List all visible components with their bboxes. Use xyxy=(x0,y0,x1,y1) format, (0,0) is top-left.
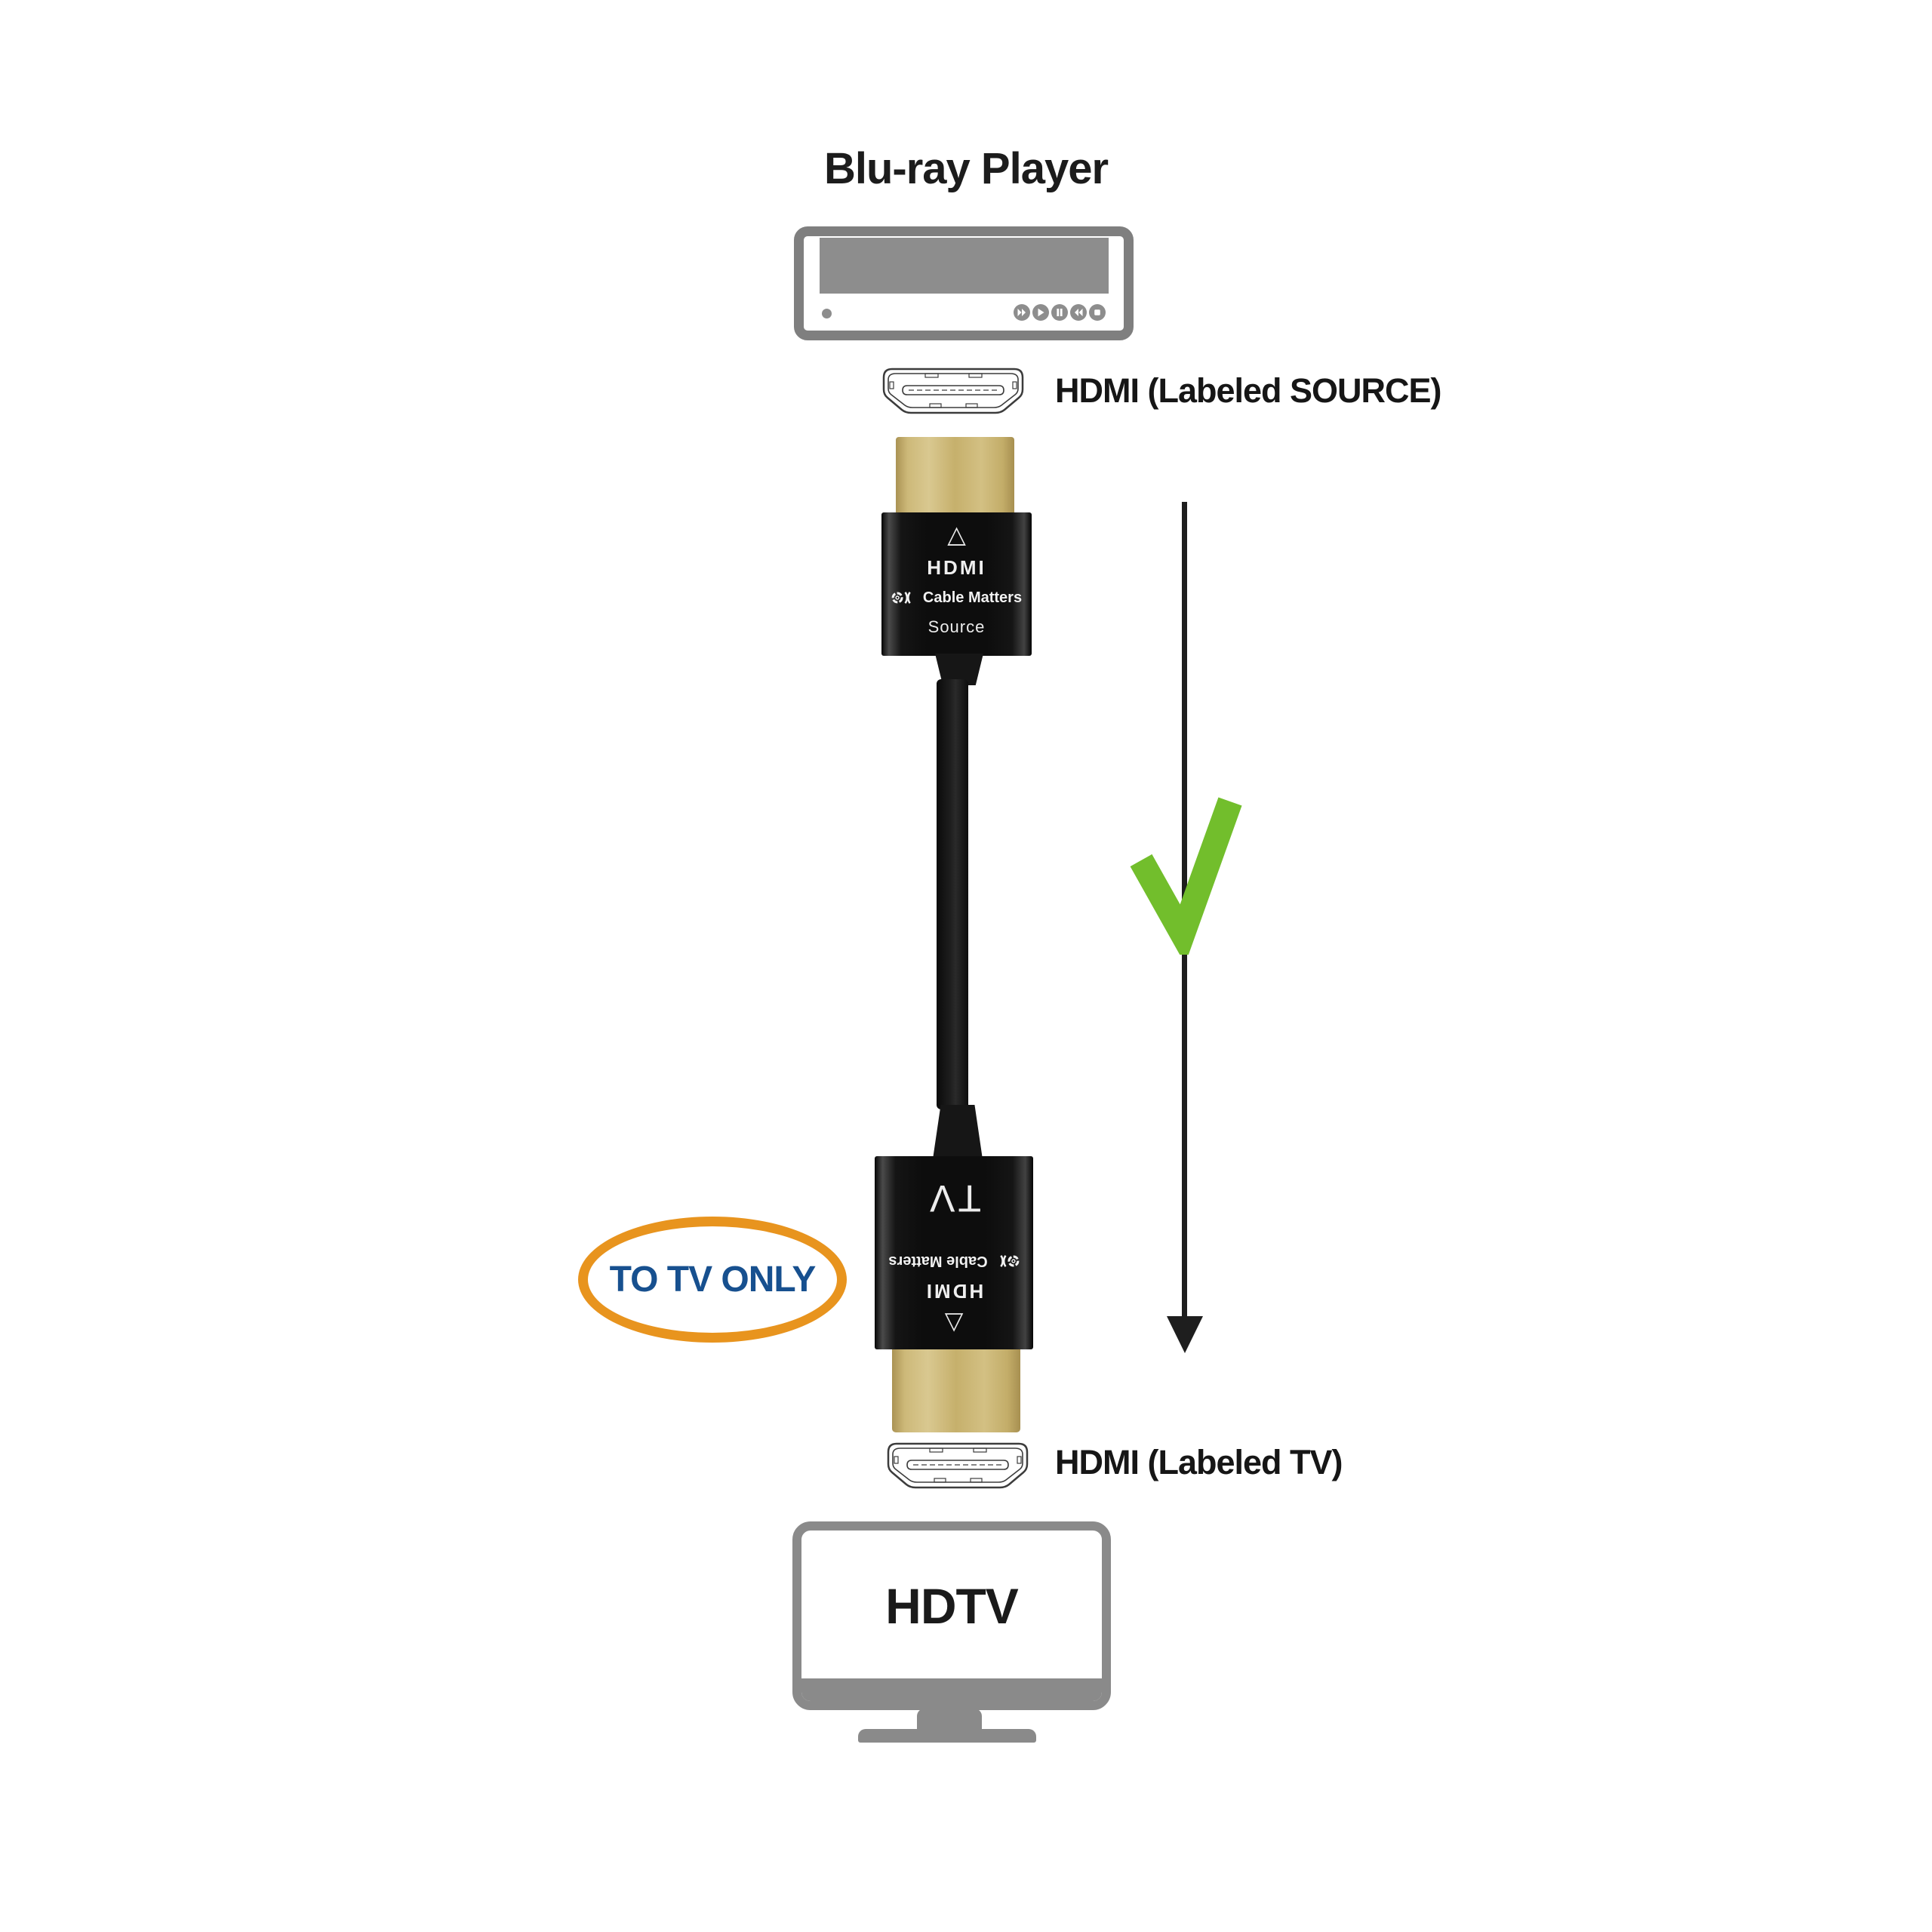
cable-matters-text: Cable Matters xyxy=(888,1253,988,1270)
checkmark-icon xyxy=(1124,789,1253,964)
hdtv-stand-neck xyxy=(917,1709,982,1731)
bluray-buttons xyxy=(1014,304,1106,321)
bluray-led xyxy=(822,309,832,318)
to-tv-only-callout: TO TV ONLY xyxy=(578,1217,847,1343)
pause-icon xyxy=(1051,304,1068,321)
bluray-display xyxy=(820,238,1109,294)
to-tv-only-text: TO TV ONLY xyxy=(609,1260,817,1300)
connector-hdmi-text: HDMI xyxy=(927,556,986,579)
hdmi-port-source-icon xyxy=(881,367,1025,417)
cable-matters-mark-icon xyxy=(891,592,911,604)
cable-strain-relief-bottom xyxy=(933,1105,983,1159)
connector-end-label: TV xyxy=(927,1177,981,1220)
hdmi-connector-source: △ HDMI Cable Matters Source xyxy=(881,512,1032,656)
hdmi-plug-gold-tv xyxy=(892,1349,1020,1432)
flow-arrow-head-icon xyxy=(1167,1316,1203,1353)
orientation-triangle-icon: △ xyxy=(944,1311,964,1338)
hdtv-label: HDTV xyxy=(885,1578,1019,1634)
hdmi-port-tv-icon xyxy=(886,1440,1029,1493)
fast-forward-icon xyxy=(1014,304,1030,321)
hdmi-cable xyxy=(937,679,968,1109)
hdmi-connector-tv: △ HDMI Cable Matters TV xyxy=(875,1156,1033,1349)
connector-end-label: Source xyxy=(928,617,986,636)
stop-icon xyxy=(1089,304,1106,321)
bluray-player-illustration xyxy=(794,226,1134,340)
cable-matters-mark-icon xyxy=(999,1255,1019,1267)
source-port-label: HDMI (Labeled SOURCE) xyxy=(1055,371,1442,410)
cable-matters-logo: Cable Matters xyxy=(891,589,1022,607)
hdmi-plug-gold-source xyxy=(896,437,1014,513)
orientation-triangle-icon: △ xyxy=(947,521,966,548)
tv-port-label: HDMI (Labeled TV) xyxy=(1055,1443,1343,1481)
hdtv-stand-base xyxy=(858,1729,1036,1743)
diagram-title: Blu-ray Player xyxy=(823,144,1109,193)
hdtv-illustration: HDTV xyxy=(792,1521,1111,1710)
rewind-icon xyxy=(1070,304,1087,321)
hdtv-bezel xyxy=(801,1678,1102,1701)
connector-hdmi-text: HDMI xyxy=(924,1280,984,1303)
cable-matters-text: Cable Matters xyxy=(922,589,1023,606)
play-icon xyxy=(1032,304,1049,321)
cable-matters-logo: Cable Matters xyxy=(888,1252,1019,1270)
